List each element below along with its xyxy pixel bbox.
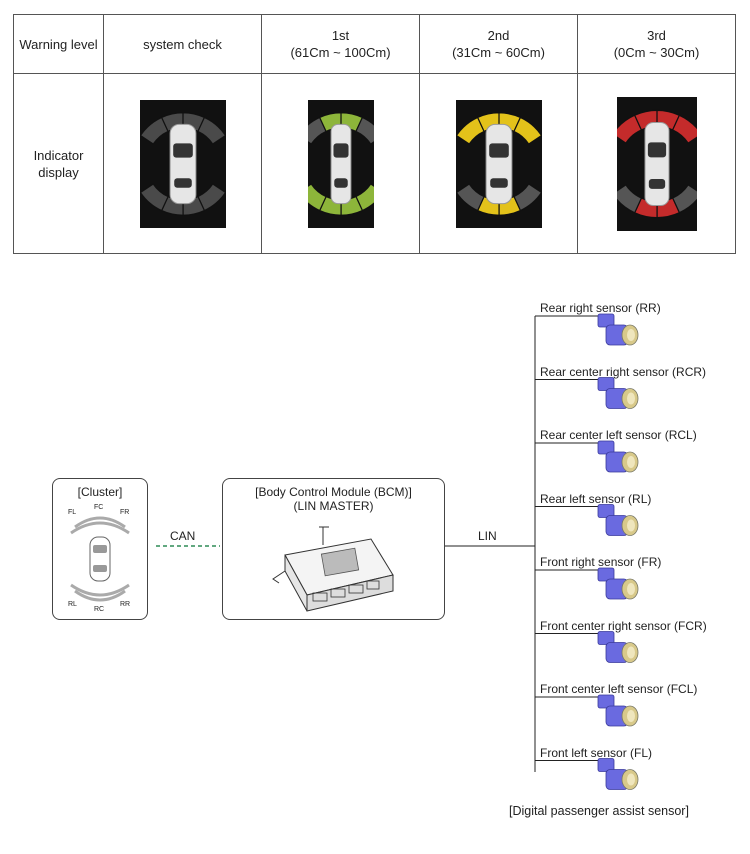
indicator-level-1-image [307,99,374,228]
ultrasonic-sensor-icon [597,567,639,600]
indicator-level-3-image [616,96,697,231]
cluster-display-icon [70,516,130,602]
car-rear-window [173,177,192,188]
lin-label: LIN [478,529,497,543]
car-windshield [172,142,193,158]
car-rear-window [333,177,348,188]
cluster-label-rr: RR [120,601,131,608]
ultrasonic-sensor-icon [597,440,639,473]
sensor-label: Front center right sensor (FCR) [540,618,707,633]
rear-sensor-arc [455,182,485,211]
front-sensor-arc [354,116,374,145]
indicator-level-3 [577,73,736,254]
cluster-label-fc: FC [94,504,104,511]
header-level-2: 2nd(31Cm ~ 60Cm) [419,14,578,74]
sensor-label: Front left sensor (FL) [540,745,653,760]
bcm-subtitle: (LIN MASTER) [293,499,374,513]
sensor-label: Front center left sensor (FCL) [540,682,698,696]
cluster-label-rl: RL [68,601,77,608]
ultrasonic-sensor-icon [597,758,639,790]
indicator-level-2-image [455,99,542,228]
bcm-box: [Body Control Module (BCM)] (LIN MASTER) [222,478,445,620]
rear-sensor-arc [616,183,642,214]
car-windshield [332,142,349,158]
car-windshield [647,141,666,157]
can-label: CAN [170,529,196,543]
cluster-box: [Cluster] FL FC FR RL RC RR [52,478,148,620]
cluster-title: [Cluster] [77,485,123,499]
diagram-caption: [Digital passenger assist sensor] [509,804,689,818]
ultrasonic-sensor-icon [597,313,639,346]
warning-level-table: Warning level system check 1st(61Cm ~ 10… [13,14,736,254]
car-windshield [488,142,509,158]
bcm-module-icon [272,526,394,612]
indicator-system-check-image [139,99,226,228]
sensor-label: Rear center right sensor (RCR) [540,364,707,379]
header-warning-level: Warning level [13,14,104,74]
cluster-label-fr: FR [120,509,130,516]
indicator-level-1 [261,73,420,254]
car-rear-window [648,178,665,189]
front-sensor-arc [512,116,542,145]
ultrasonic-sensor-icon [597,504,639,536]
sensor-label: Rear right sensor (RR) [540,301,661,315]
header-system-check: system check [103,14,262,74]
front-sensor-arc [671,114,697,144]
ultrasonic-sensor-icon [597,377,639,409]
ultrasonic-sensor-icon [597,694,639,727]
sensor-label: Front right sensor (FR) [540,555,662,569]
car-rear-window [489,177,508,188]
sensor-label: Rear left sensor (RL) [540,491,652,506]
indicator-level-2 [419,73,578,254]
rear-sensor-arc [139,182,169,211]
front-sensor-arc [196,116,226,145]
cluster-label-fl: FL [68,509,77,516]
rear-sensor-arc [307,182,327,211]
cluster-label-rc: RC [94,606,105,613]
bcm-title: [Body Control Module (BCM)] [255,485,412,499]
header-level-3: 3rd(0Cm ~ 30Cm) [577,14,736,74]
ultrasonic-sensor-icon [597,631,639,663]
sensor-label: Rear center left sensor (RCL) [540,428,697,442]
indicator-system-check [103,73,262,254]
